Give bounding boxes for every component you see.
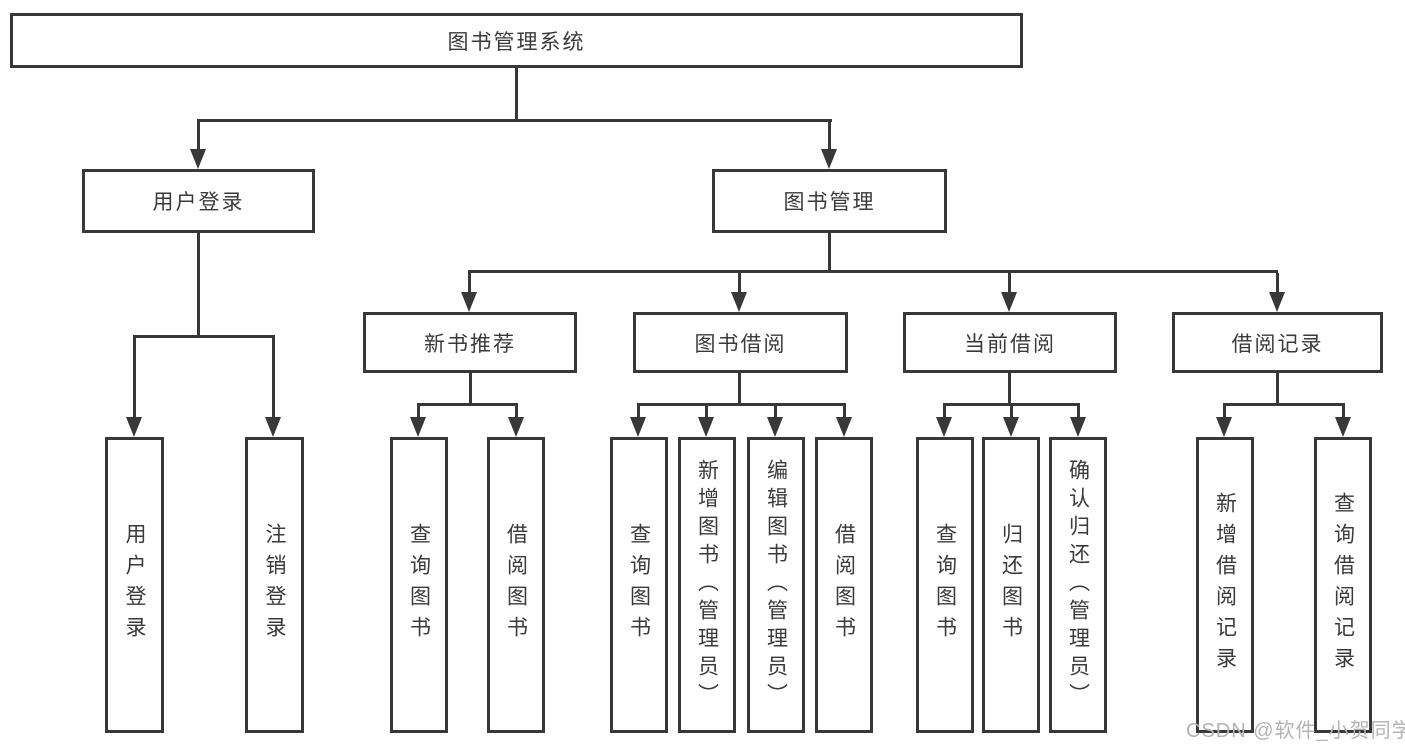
connector-group2-rail <box>637 403 846 406</box>
connector-book-mgmt-rail <box>468 270 1278 273</box>
connector-drop-leaf <box>417 406 420 418</box>
connector-book-mgmt-stem <box>828 233 831 273</box>
connector-group2-stem <box>738 373 741 406</box>
connector-group4-stem <box>1276 373 1279 406</box>
leaf-query-books-2: 查询图书 <box>610 437 668 733</box>
connector-drop-leaf <box>637 406 640 418</box>
connector-drop-current-borrowing <box>1008 273 1011 293</box>
arrow-down-icon <box>731 292 747 312</box>
node-label: 图书管理系统 <box>447 30 586 54</box>
node-label: 查询图书 <box>933 523 957 647</box>
arrow-down-icon <box>767 417 783 437</box>
node-label: 归还图书 <box>999 523 1023 647</box>
csdn-watermark: CSDN @软件_小贺同学 <box>1186 720 1405 742</box>
node-label: 查询图书 <box>627 523 651 647</box>
node-label: 查询借阅记录 <box>1331 492 1355 678</box>
connector-drop-leaf <box>1342 406 1345 418</box>
connector-group3-rail <box>943 403 1080 406</box>
node-new-book-recommend: 新书推荐 <box>363 312 577 373</box>
arrow-down-icon <box>461 292 477 312</box>
leaf-logout: 注销登录 <box>245 437 304 733</box>
arrow-down-icon <box>1335 417 1351 437</box>
connector-drop-leaf <box>705 406 708 418</box>
arrow-down-icon <box>265 417 281 437</box>
leaf-query-books-3: 查询图书 <box>916 437 974 733</box>
connector-drop-user-login <box>133 338 136 418</box>
node-label: 图书借阅 <box>694 332 787 356</box>
connector-drop-leaf <box>1223 406 1226 418</box>
node-label: 借阅图书 <box>832 523 856 647</box>
connector-user-login-stem <box>197 233 200 338</box>
arrow-down-icon <box>836 417 852 437</box>
node-label: 图书管理 <box>783 191 876 214</box>
arrow-down-icon <box>1003 417 1019 437</box>
connector-drop-leaf <box>1077 406 1080 418</box>
arrow-down-icon <box>190 149 206 169</box>
connector-drop-book-management <box>828 122 831 150</box>
connector-group1-stem <box>469 373 472 406</box>
arrow-down-icon <box>1269 292 1285 312</box>
node-book-management: 图书管理 <box>712 169 947 233</box>
leaf-query-books-1: 查询图书 <box>390 437 448 733</box>
arrow-down-icon <box>630 417 646 437</box>
node-label: 编辑图书（管理员） <box>764 459 788 711</box>
node-label: 当前借阅 <box>964 332 1056 356</box>
connector-drop-user-login-group <box>197 122 200 150</box>
connector-drop-leaf <box>1010 406 1013 418</box>
node-library-management-system: 图书管理系统 <box>10 13 1023 68</box>
leaf-user-login: 用户登录 <box>105 437 164 733</box>
leaf-confirm-return-admin: 确认归还（管理员） <box>1049 437 1107 733</box>
arrow-down-icon <box>1001 292 1017 312</box>
leaf-query-borrow-record: 查询借阅记录 <box>1314 437 1372 733</box>
connector-drop-leaf <box>515 406 518 418</box>
leaf-add-books-admin: 新增图书（管理员） <box>678 437 736 733</box>
arrow-down-icon <box>821 149 837 169</box>
connector-drop-leaf <box>774 406 777 418</box>
arrow-down-icon <box>1070 417 1086 437</box>
connector-root-stem <box>515 68 518 122</box>
node-label: 用户登录 <box>152 191 245 214</box>
node-user-login-group: 用户登录 <box>82 169 315 233</box>
node-label: 新书推荐 <box>424 332 516 356</box>
node-book-borrowing: 图书借阅 <box>633 312 848 373</box>
leaf-borrow-books-1: 借阅图书 <box>487 437 545 733</box>
node-label: 新增借阅记录 <box>1213 492 1237 678</box>
node-label: 查询图书 <box>407 523 431 647</box>
leaf-return-books: 归还图书 <box>982 437 1040 733</box>
connector-user-login-rail <box>133 335 275 338</box>
connector-drop-leaf <box>843 406 846 418</box>
arrow-down-icon <box>936 417 952 437</box>
leaf-edit-books-admin: 编辑图书（管理员） <box>747 437 805 733</box>
node-label: 新增图书（管理员） <box>695 459 719 711</box>
node-label: 用户登录 <box>123 523 146 647</box>
node-label: 注销登录 <box>263 523 286 647</box>
node-current-borrowing: 当前借阅 <box>903 312 1117 373</box>
connector-group1-rail <box>417 403 518 406</box>
node-label: 借阅记录 <box>1231 332 1324 356</box>
leaf-add-borrow-record: 新增借阅记录 <box>1196 437 1254 733</box>
node-label: 确认归还（管理员） <box>1066 459 1090 711</box>
node-borrowing-records: 借阅记录 <box>1172 312 1383 373</box>
leaf-borrow-books-2: 借阅图书 <box>815 437 873 733</box>
connector-group3-stem <box>1008 373 1011 406</box>
connector-drop-logout <box>272 338 275 418</box>
arrow-down-icon <box>410 417 426 437</box>
connector-drop-book-borrowing <box>738 273 741 293</box>
connector-drop-borrowing-records <box>1276 273 1279 293</box>
connector-drop-new-book-recommend <box>468 273 471 293</box>
connector-drop-leaf <box>943 406 946 418</box>
arrow-down-icon <box>508 417 524 437</box>
node-label: 借阅图书 <box>504 523 528 647</box>
arrow-down-icon <box>698 417 714 437</box>
connector-root-rail <box>197 119 832 122</box>
arrow-down-icon <box>126 417 142 437</box>
arrow-down-icon <box>1216 417 1232 437</box>
connector-group4-rail <box>1223 403 1345 406</box>
